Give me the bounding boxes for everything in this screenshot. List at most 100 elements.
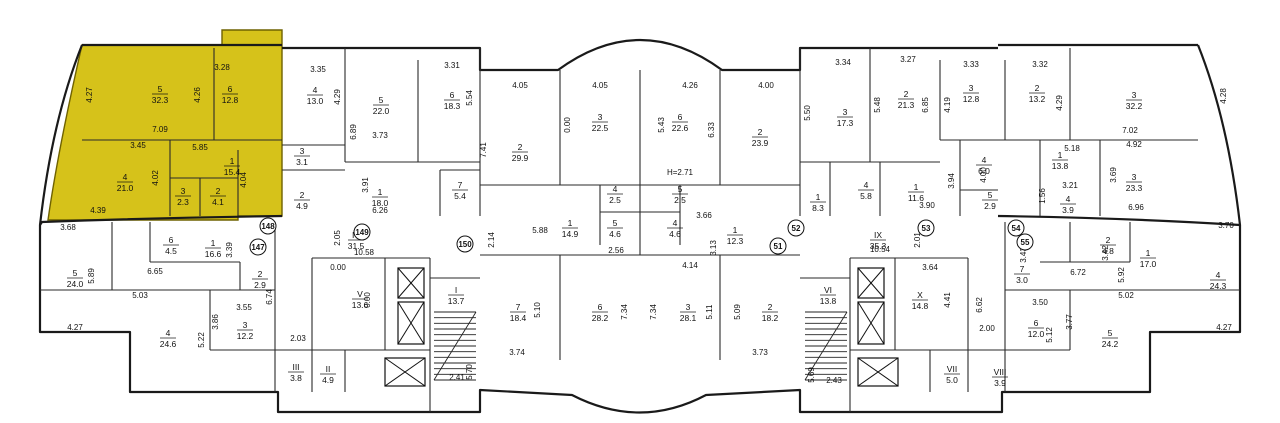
dimension-label: 3.73 bbox=[752, 348, 768, 357]
room-area: 8.3 bbox=[812, 203, 824, 213]
section-marker-label: 150 bbox=[458, 240, 472, 249]
dimension-label: 4.19 bbox=[943, 97, 952, 113]
room-number: 5 bbox=[613, 218, 618, 228]
room-number: 1 bbox=[914, 182, 919, 192]
room-number: X bbox=[917, 290, 923, 300]
dimension-label: 3.39 bbox=[225, 242, 234, 258]
room-number: 2 bbox=[258, 269, 263, 279]
room-area: 3.1 bbox=[296, 157, 308, 167]
dimension-label: 4.05 bbox=[512, 81, 528, 90]
dimension-label: 2.00 bbox=[979, 324, 995, 333]
section-marker-circle bbox=[249, 238, 267, 256]
dimension-label: 4.29 bbox=[333, 89, 342, 105]
section-marker-circle bbox=[787, 219, 805, 237]
room-number: 3 bbox=[843, 107, 848, 117]
room-area: 3.0 bbox=[1016, 275, 1028, 285]
dimension-label: 5.09 bbox=[733, 304, 742, 320]
room-area: 11.6 bbox=[908, 193, 924, 203]
section-marker-circle bbox=[917, 219, 935, 237]
dimension-label: 2.05 bbox=[333, 230, 342, 246]
dimension-label: 3.77 bbox=[1065, 314, 1074, 330]
room-number: 4 bbox=[982, 155, 987, 165]
dimension-label: 10.54 bbox=[870, 245, 891, 254]
room-area: 28.1 bbox=[680, 313, 697, 323]
room-number: 1 bbox=[733, 225, 738, 235]
room-area: 2.5 bbox=[609, 195, 621, 205]
dimension-label: 3.31 bbox=[444, 61, 460, 70]
room-area: 5.8 bbox=[860, 191, 872, 201]
room-number: II bbox=[326, 364, 331, 374]
room-number: 4 bbox=[613, 184, 618, 194]
dimension-label: 4.92 bbox=[1126, 140, 1142, 149]
room-number: 2 bbox=[768, 302, 773, 312]
room-area: 21.3 bbox=[898, 100, 915, 110]
room-area: 4.6 bbox=[609, 229, 621, 239]
room-number: 6 bbox=[598, 302, 603, 312]
room-number: 6 bbox=[450, 90, 455, 100]
dimension-label: 6.89 bbox=[349, 124, 358, 140]
dimension-label: 3.66 bbox=[696, 211, 712, 220]
dimension-label: 6.26 bbox=[372, 206, 388, 215]
section-marker-label: 148 bbox=[261, 222, 275, 231]
room-number: 2 bbox=[300, 190, 305, 200]
room-number: 6 bbox=[1034, 318, 1039, 328]
room-number: V bbox=[357, 289, 363, 299]
dimension-label: 6.72 bbox=[1070, 268, 1086, 277]
dimension-label: 5.10 bbox=[533, 302, 542, 318]
room-number: 2 bbox=[904, 89, 909, 99]
dimension-label: 4.00 bbox=[979, 167, 988, 183]
room-number: III bbox=[292, 362, 299, 372]
section-marker-label: 149 bbox=[355, 228, 369, 237]
dimension-label: 7.34 bbox=[649, 304, 658, 320]
dimension-label: 0.00 bbox=[563, 117, 572, 133]
highlighted-apartment[interactable] bbox=[47, 29, 283, 221]
room-area: 18.0 bbox=[372, 198, 389, 208]
dimension-label: 4.14 bbox=[682, 261, 698, 270]
room-area: 4.9 bbox=[296, 201, 308, 211]
room-number: 5 bbox=[1108, 328, 1113, 338]
room-area: 22.5 bbox=[592, 123, 609, 133]
dimension-label: 5.02 bbox=[1118, 291, 1134, 300]
dimension-label: 5.43 bbox=[657, 117, 666, 133]
room-area: 4.5 bbox=[165, 246, 177, 256]
room-number: 1 bbox=[1146, 248, 1151, 258]
room-number: 3 bbox=[300, 146, 305, 156]
dimension-label: 5.22 bbox=[197, 332, 206, 348]
room-number: 7 bbox=[458, 180, 463, 190]
dimension-label: 7.09 bbox=[152, 125, 168, 134]
dimension-label: 3.70 bbox=[1218, 221, 1234, 230]
room-number: IX bbox=[874, 230, 882, 240]
room-area: 2.3 bbox=[177, 197, 189, 207]
section-marker-label: 147 bbox=[251, 243, 265, 252]
dimension-label: 2.03 bbox=[290, 334, 306, 343]
dimension-label: 3.55 bbox=[236, 303, 252, 312]
room-area: 29.9 bbox=[512, 153, 529, 163]
dimension-label: 5.50 bbox=[803, 105, 812, 121]
dimension-label: 6.65 bbox=[147, 267, 163, 276]
room-number: 5 bbox=[379, 95, 384, 105]
dimension-label: 3.74 bbox=[509, 348, 525, 357]
room-area: 4.6 bbox=[669, 229, 681, 239]
room-area: 18.4 bbox=[510, 313, 527, 323]
dimension-label: 3.68 bbox=[60, 223, 76, 232]
dimension-label: 4.26 bbox=[682, 81, 698, 90]
dimension-label: 3.69 bbox=[1109, 167, 1118, 183]
room-area: 22.6 bbox=[672, 123, 689, 133]
room-area: 13.6 bbox=[352, 300, 369, 310]
room-area: 13.7 bbox=[448, 296, 465, 306]
room-area: 23.3 bbox=[1126, 183, 1143, 193]
dimension-label: 4.26 bbox=[193, 87, 202, 103]
room-area: 13.8 bbox=[1052, 161, 1069, 171]
room-area: 4.9 bbox=[322, 375, 334, 385]
room-number: I bbox=[455, 285, 457, 295]
dimension-label: 3.73 bbox=[372, 131, 388, 140]
section-marker-circle bbox=[353, 223, 371, 241]
dimension-label: 3.45 bbox=[130, 141, 146, 150]
dimension-label: 4.27 bbox=[1216, 323, 1232, 332]
room-area: 16.6 bbox=[205, 249, 222, 259]
dimension-label: 5.54 bbox=[465, 90, 474, 106]
dimension-label: 4.00 bbox=[758, 81, 774, 90]
room-number: 4 bbox=[123, 172, 128, 182]
